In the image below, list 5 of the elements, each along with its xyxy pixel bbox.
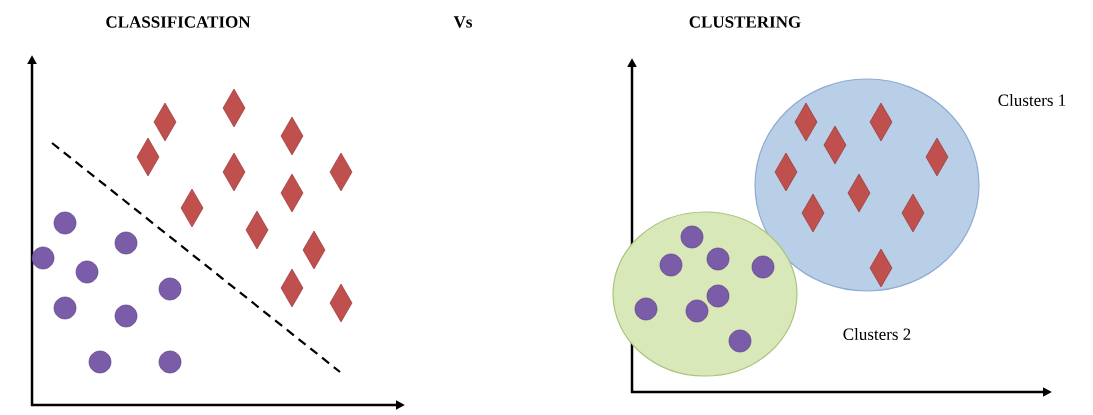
heading: Vs — [453, 16, 473, 28]
heading: CLASSIFICATION — [106, 16, 251, 28]
cluster-label: Clusters 2 — [843, 328, 911, 340]
cluster-label: Clusters 1 — [998, 94, 1066, 106]
heading: CLUSTERING — [689, 16, 801, 28]
